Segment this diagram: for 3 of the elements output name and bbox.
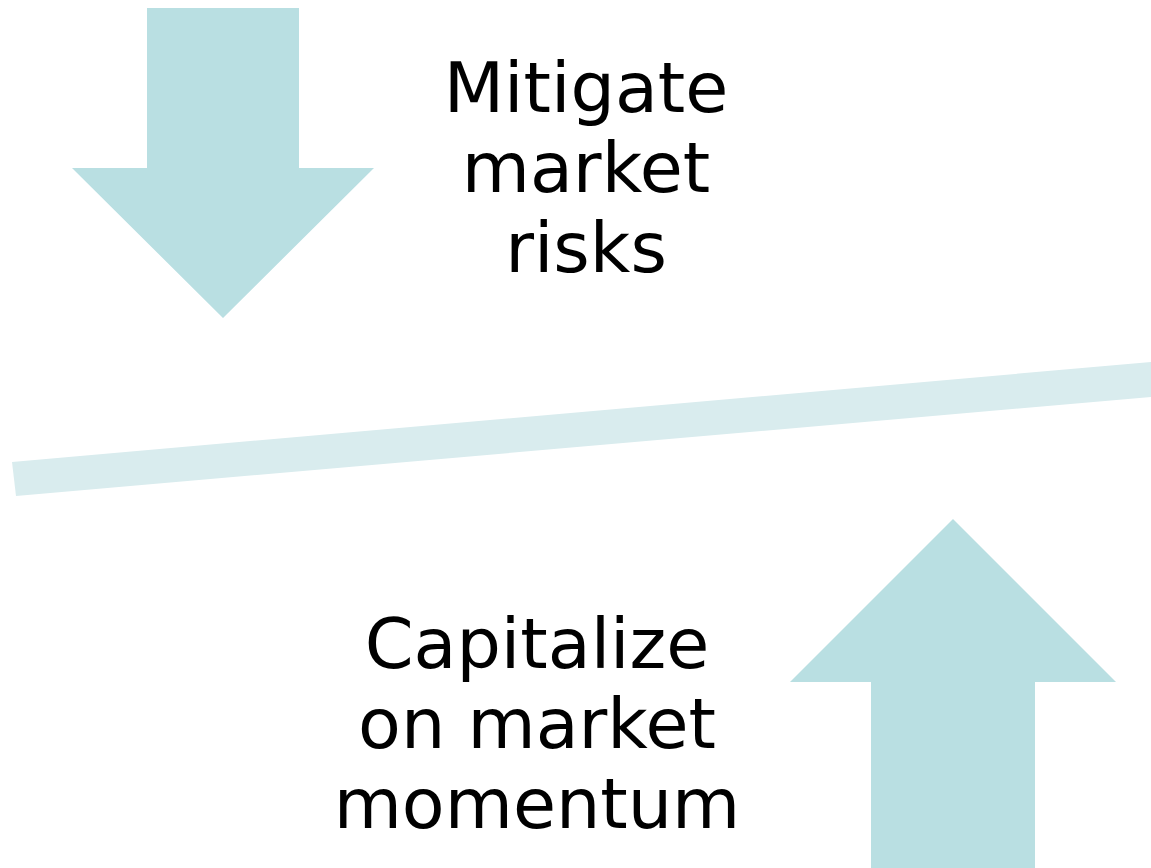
caption-text: Capitalize on market momentum: [332, 604, 742, 844]
seesaw-bar: [12, 362, 1151, 496]
caption-text: Mitigate market risks: [442, 48, 730, 288]
